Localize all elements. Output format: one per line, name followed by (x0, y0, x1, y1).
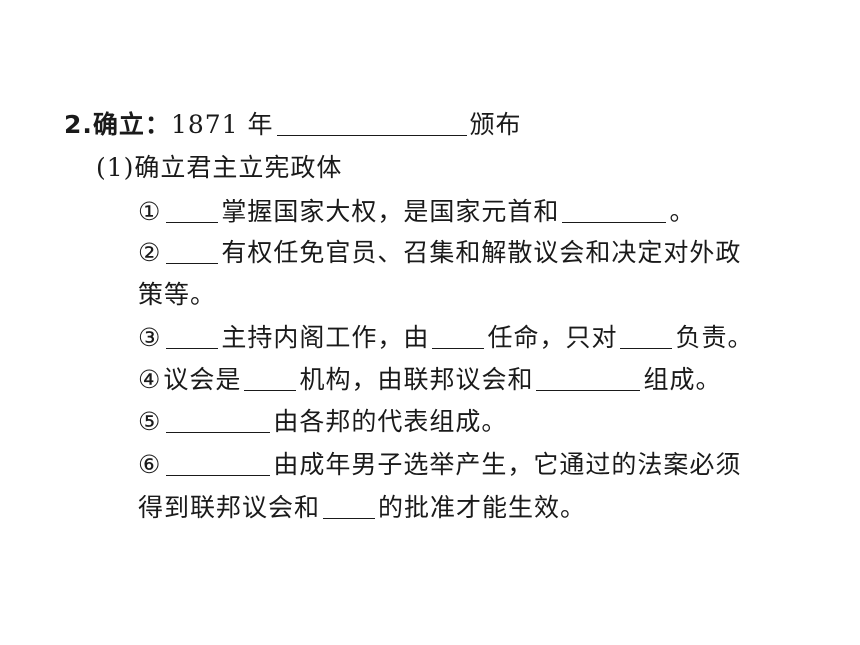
heading-label: 确立 (92, 110, 145, 139)
item-2-continuation: 策等。 (138, 280, 217, 309)
item-1: ① 掌握国家大权，是国家元首和 。 (138, 197, 695, 227)
item-4-text-c: 组成。 (643, 365, 722, 394)
item-marker: ④ (138, 365, 162, 394)
blank-document-name[interactable] (276, 111, 467, 136)
item-5: ⑤ 由各邦的代表组成。 (138, 407, 507, 437)
item-6: ⑥ 由成年男子选举产生，它通过的法案必须 (138, 450, 741, 480)
heading-line: 2.确立：1871 年 颁布 (64, 110, 522, 140)
item-4-text-a: 议会是 (163, 365, 242, 394)
blank-2a[interactable] (166, 239, 219, 264)
item-marker: ⑥ (138, 450, 162, 479)
blank-1b[interactable] (562, 198, 667, 223)
heading-year: 1871 年 (170, 110, 274, 139)
item-marker: ② (138, 238, 162, 267)
blank-6a[interactable] (166, 451, 271, 476)
item-2-text: 有权任免官员、召集和解散议会和决定对外政 (221, 238, 742, 267)
item-3-text-a: 主持内阁工作，由 (221, 323, 430, 352)
blank-4a[interactable] (244, 366, 297, 391)
blank-1a[interactable] (166, 198, 219, 223)
item-1-text: 掌握国家大权，是国家元首和 (221, 197, 560, 226)
blank-3b[interactable] (432, 324, 485, 349)
heading-number: 2. (64, 110, 93, 139)
item-4-text-b: 机构，由联邦议会和 (299, 365, 534, 394)
item-marker: ① (138, 197, 162, 226)
item-6-cont-b: 的批准才能生效。 (378, 493, 587, 522)
item-3-text-c: 负责。 (675, 323, 754, 352)
subheading: (1)确立君主立宪政体 (96, 153, 343, 182)
item-6-text: 由成年男子选举产生，它通过的法案必须 (273, 450, 742, 479)
item-3-text-b: 任命，只对 (487, 323, 618, 352)
item-1-end: 。 (669, 197, 696, 226)
item-4: ④议会是 机构，由联邦议会和 组成。 (138, 365, 721, 395)
blank-5a[interactable] (166, 408, 271, 433)
blank-6b[interactable] (323, 494, 376, 519)
item-6-cont-a: 得到联邦议会和 (138, 493, 321, 522)
heading-end: 颁布 (469, 110, 522, 139)
blank-3c[interactable] (620, 324, 673, 349)
heading-colon: ： (144, 110, 171, 139)
item-5-text: 由各邦的代表组成。 (273, 407, 508, 436)
item-3: ③ 主持内阁工作，由 任命，只对 负责。 (138, 323, 753, 353)
item-marker: ③ (138, 323, 162, 352)
blank-3a[interactable] (166, 324, 219, 349)
blank-4b[interactable] (536, 366, 641, 391)
item-marker: ⑤ (138, 407, 162, 436)
item-6-continuation: 得到联邦议会和 的批准才能生效。 (138, 493, 586, 523)
item-2: ② 有权任免官员、召集和解散议会和决定对外政 (138, 238, 741, 268)
